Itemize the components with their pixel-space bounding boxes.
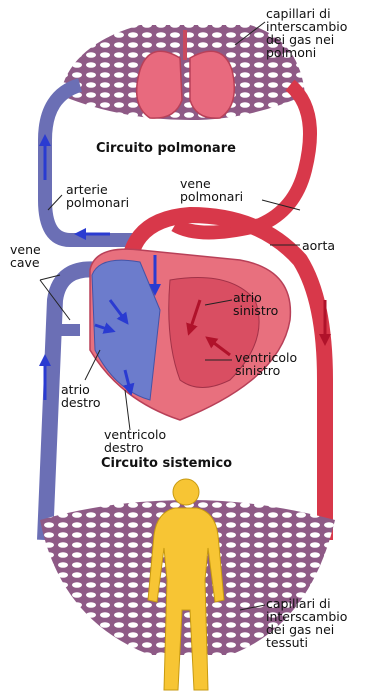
label-ventricolo-destro: ventricolo destro	[104, 428, 166, 454]
label-vene-polmonari: vene polmonari	[180, 177, 243, 203]
label-capillari-tessuti: capillari di interscambio dei gas nei te…	[266, 597, 347, 649]
label-ventricolo-sinistro: ventricolo sinistro	[235, 351, 297, 377]
label-vene-cave: vene cave	[10, 243, 41, 269]
label-aorta: aorta	[302, 239, 335, 252]
label-circuito-sistemico: Circuito sistemico	[101, 456, 232, 471]
label-circuito-polmonare: Circuito polmonare	[96, 141, 236, 156]
label-arterie-polmonari: arterie polmonari	[66, 183, 129, 209]
label-capillari-polmoni: capillari di interscambio dei gas nei po…	[266, 7, 347, 59]
label-atrio-sinistro: atrio sinistro	[233, 291, 278, 317]
label-atrio-destro: atrio destro	[61, 383, 101, 409]
heart-icon	[90, 249, 290, 420]
